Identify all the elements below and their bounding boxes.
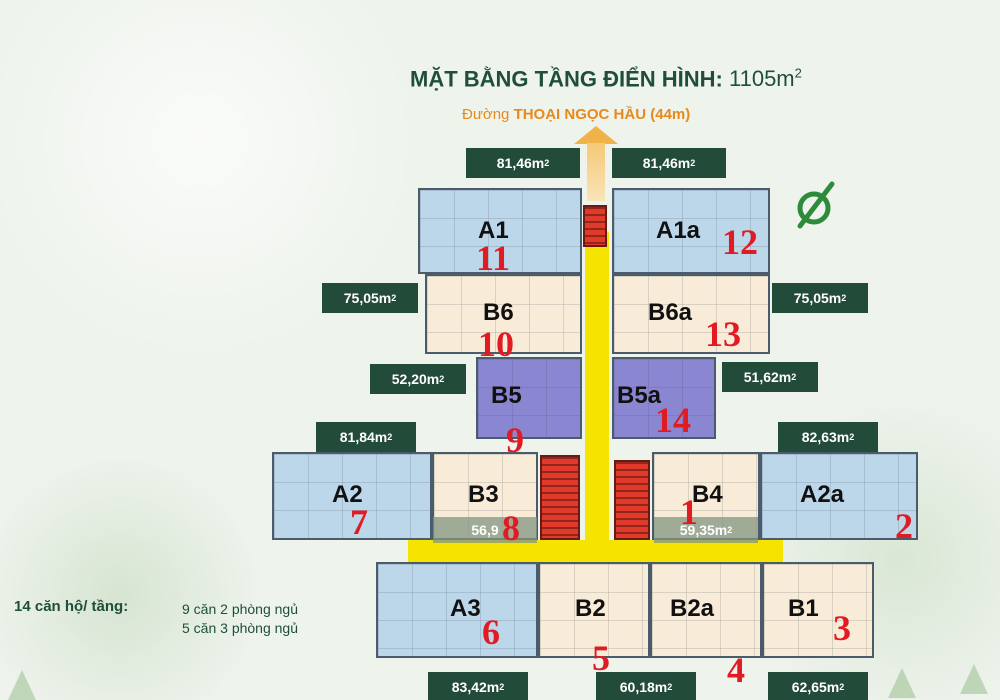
unit-b6[interactable]	[425, 274, 582, 354]
unit-b5[interactable]	[476, 357, 582, 439]
tree-decoration	[8, 670, 36, 700]
unit-b6a[interactable]	[612, 274, 770, 354]
street-label: Đường THOẠI NGỌC HẦU (44m)	[462, 106, 691, 123]
unit-number-10: 10	[478, 324, 514, 364]
title-main: MẶT BẰNG TẦNG ĐIỂN HÌNH:	[410, 66, 723, 92]
street-name: THOẠI NGỌC HẦU (44m)	[513, 106, 691, 123]
unit-label-b6: B6	[483, 299, 514, 326]
unit-b2a[interactable]	[650, 562, 762, 658]
horizontal-corridor	[408, 540, 783, 562]
unit-b2[interactable]	[538, 562, 650, 658]
unit-number-11: 11	[476, 238, 511, 278]
unit-label-b1: B1	[788, 595, 819, 622]
unit-number-8: 8	[502, 508, 520, 548]
summary-lead: 14 căn hộ/ tầng:	[14, 598, 129, 615]
unit-label-b5: B5	[491, 382, 522, 409]
unit-number-3: 3	[833, 608, 851, 648]
unit-a2[interactable]	[272, 452, 432, 540]
unit-label-b4: B4	[692, 481, 723, 508]
unit-number-1: 1	[680, 492, 698, 532]
unit-label-b3: B3	[468, 481, 499, 508]
unit-number-5: 5	[592, 638, 610, 678]
street-direction-arrow-stem	[587, 143, 605, 201]
unit-label-b2a: B2a	[670, 595, 715, 622]
unit-label-a2: A2	[332, 481, 363, 508]
summary-lines: 9 căn 2 phòng ngủ 5 căn 3 phòng ngủ	[182, 600, 298, 638]
floor-plan-title: MẶT BẰNG TẦNG ĐIỂN HÌNH: 1105m2	[410, 66, 802, 92]
unit-a3[interactable]	[376, 562, 538, 658]
unit-number-12: 12	[722, 222, 758, 262]
unit-a1[interactable]	[418, 188, 582, 274]
north-compass-icon	[797, 181, 835, 229]
unit-number-13: 13	[705, 314, 741, 354]
unit-number-14: 14	[655, 400, 691, 440]
unit-number-4: 4	[727, 650, 745, 690]
summary-line-3br: 5 căn 3 phòng ngủ	[182, 620, 298, 636]
unit-label-a1: A1	[478, 217, 509, 244]
unit-label-a3: A3	[450, 595, 481, 622]
tree-decoration	[960, 664, 988, 694]
summary-line-2br: 9 căn 2 phòng ngủ	[182, 601, 298, 617]
unit-number-2: 2	[895, 506, 913, 546]
floor-summary: 14 căn hộ/ tầng: 9 căn 2 phòng ngủ 5 căn…	[14, 598, 298, 636]
elevator-right	[614, 460, 650, 540]
tree-decoration	[888, 668, 916, 698]
unit-number-6: 6	[482, 612, 500, 652]
b3-inner-area: 56,9	[433, 517, 537, 543]
title-area: 1105m2	[729, 66, 802, 92]
unit-label-b5a: B5a	[617, 382, 662, 409]
unit-b1[interactable]	[762, 562, 874, 658]
unit-label-a2a: A2a	[800, 481, 845, 508]
stair-left	[540, 455, 580, 540]
top-stair	[583, 205, 607, 247]
unit-label-a1a: A1a	[656, 217, 701, 244]
unit-b5a[interactable]	[612, 357, 716, 439]
unit-a1a[interactable]	[612, 188, 770, 274]
unit-number-7: 7	[350, 502, 368, 542]
central-corridor	[585, 232, 609, 552]
unit-number-9: 9	[506, 420, 524, 460]
unit-label-b2: B2	[575, 595, 606, 622]
street-direction-arrow-icon	[574, 126, 618, 144]
unit-label-b6a: B6a	[648, 299, 693, 326]
unit-a2a[interactable]	[760, 452, 918, 540]
